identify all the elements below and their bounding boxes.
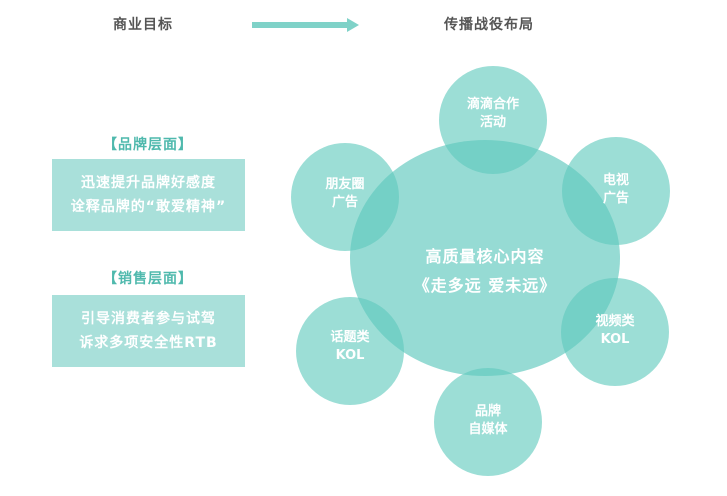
video-kol-circle [561, 278, 669, 386]
moments-ad-label: 朋友圈 广告 [291, 176, 399, 212]
moments-ad-label-line-2: 广告 [331, 195, 358, 210]
tv-ad-label: 电视 广告 [562, 172, 670, 208]
topic-kol-circle [296, 297, 404, 405]
brand-level-heading: 【品牌层面】 [103, 137, 193, 153]
topic-kol-label-line-2: KOL [335, 348, 365, 363]
didi-campaign-circle [439, 66, 547, 174]
brand-goal-line-2: 诠释品牌的“敢爱精神” [70, 199, 227, 215]
brand-media-label-line-1: 品牌 [474, 404, 501, 419]
video-kol-label: 视频类 KOL [561, 313, 669, 349]
sales-goal-line-2: 诉求多项安全性RTB [79, 335, 218, 351]
moments-ad-label-line-1: 朋友圈 [325, 177, 365, 192]
didi-campaign-label-line-1: 滴滴合作 [466, 97, 519, 112]
brand-media-circle [434, 368, 542, 476]
didi-campaign-label: 滴滴合作 活动 [439, 96, 547, 132]
brand-media-label: 品牌 自媒体 [434, 403, 542, 439]
flow-arrow-icon [252, 17, 360, 33]
core-content-subtitle: 《走多远 爱未远》 [413, 276, 557, 295]
topic-kol-label-line-1: 话题类 [330, 330, 370, 345]
business-goal-title: 商业目标 [113, 17, 173, 33]
didi-campaign-label-line-2: 活动 [479, 115, 506, 130]
campaign-layout-title: 传播战役布局 [444, 17, 534, 33]
topic-kol-label: 话题类 KOL [296, 329, 404, 365]
brand-media-label-line-2: 自媒体 [468, 422, 508, 437]
brand-goal-box: 迅速提升品牌好感度 诠释品牌的“敢爱精神” [52, 159, 245, 231]
video-kol-label-line-1: 视频类 [595, 314, 635, 329]
core-content-title: 高质量核心内容 [425, 247, 545, 266]
sales-goal-box: 引导消费者参与试驾 诉求多项安全性RTB [52, 295, 245, 367]
brand-goal-line-1: 迅速提升品牌好感度 [81, 175, 216, 191]
tv-ad-circle [562, 137, 670, 245]
moments-ad-circle [291, 143, 399, 251]
video-kol-label-line-2: KOL [600, 332, 630, 347]
tv-ad-label-line-2: 广告 [602, 191, 629, 206]
sales-goal-line-1: 引导消费者参与试驾 [81, 311, 216, 327]
tv-ad-label-line-1: 电视 [602, 173, 629, 188]
sales-level-heading: 【销售层面】 [103, 271, 193, 287]
